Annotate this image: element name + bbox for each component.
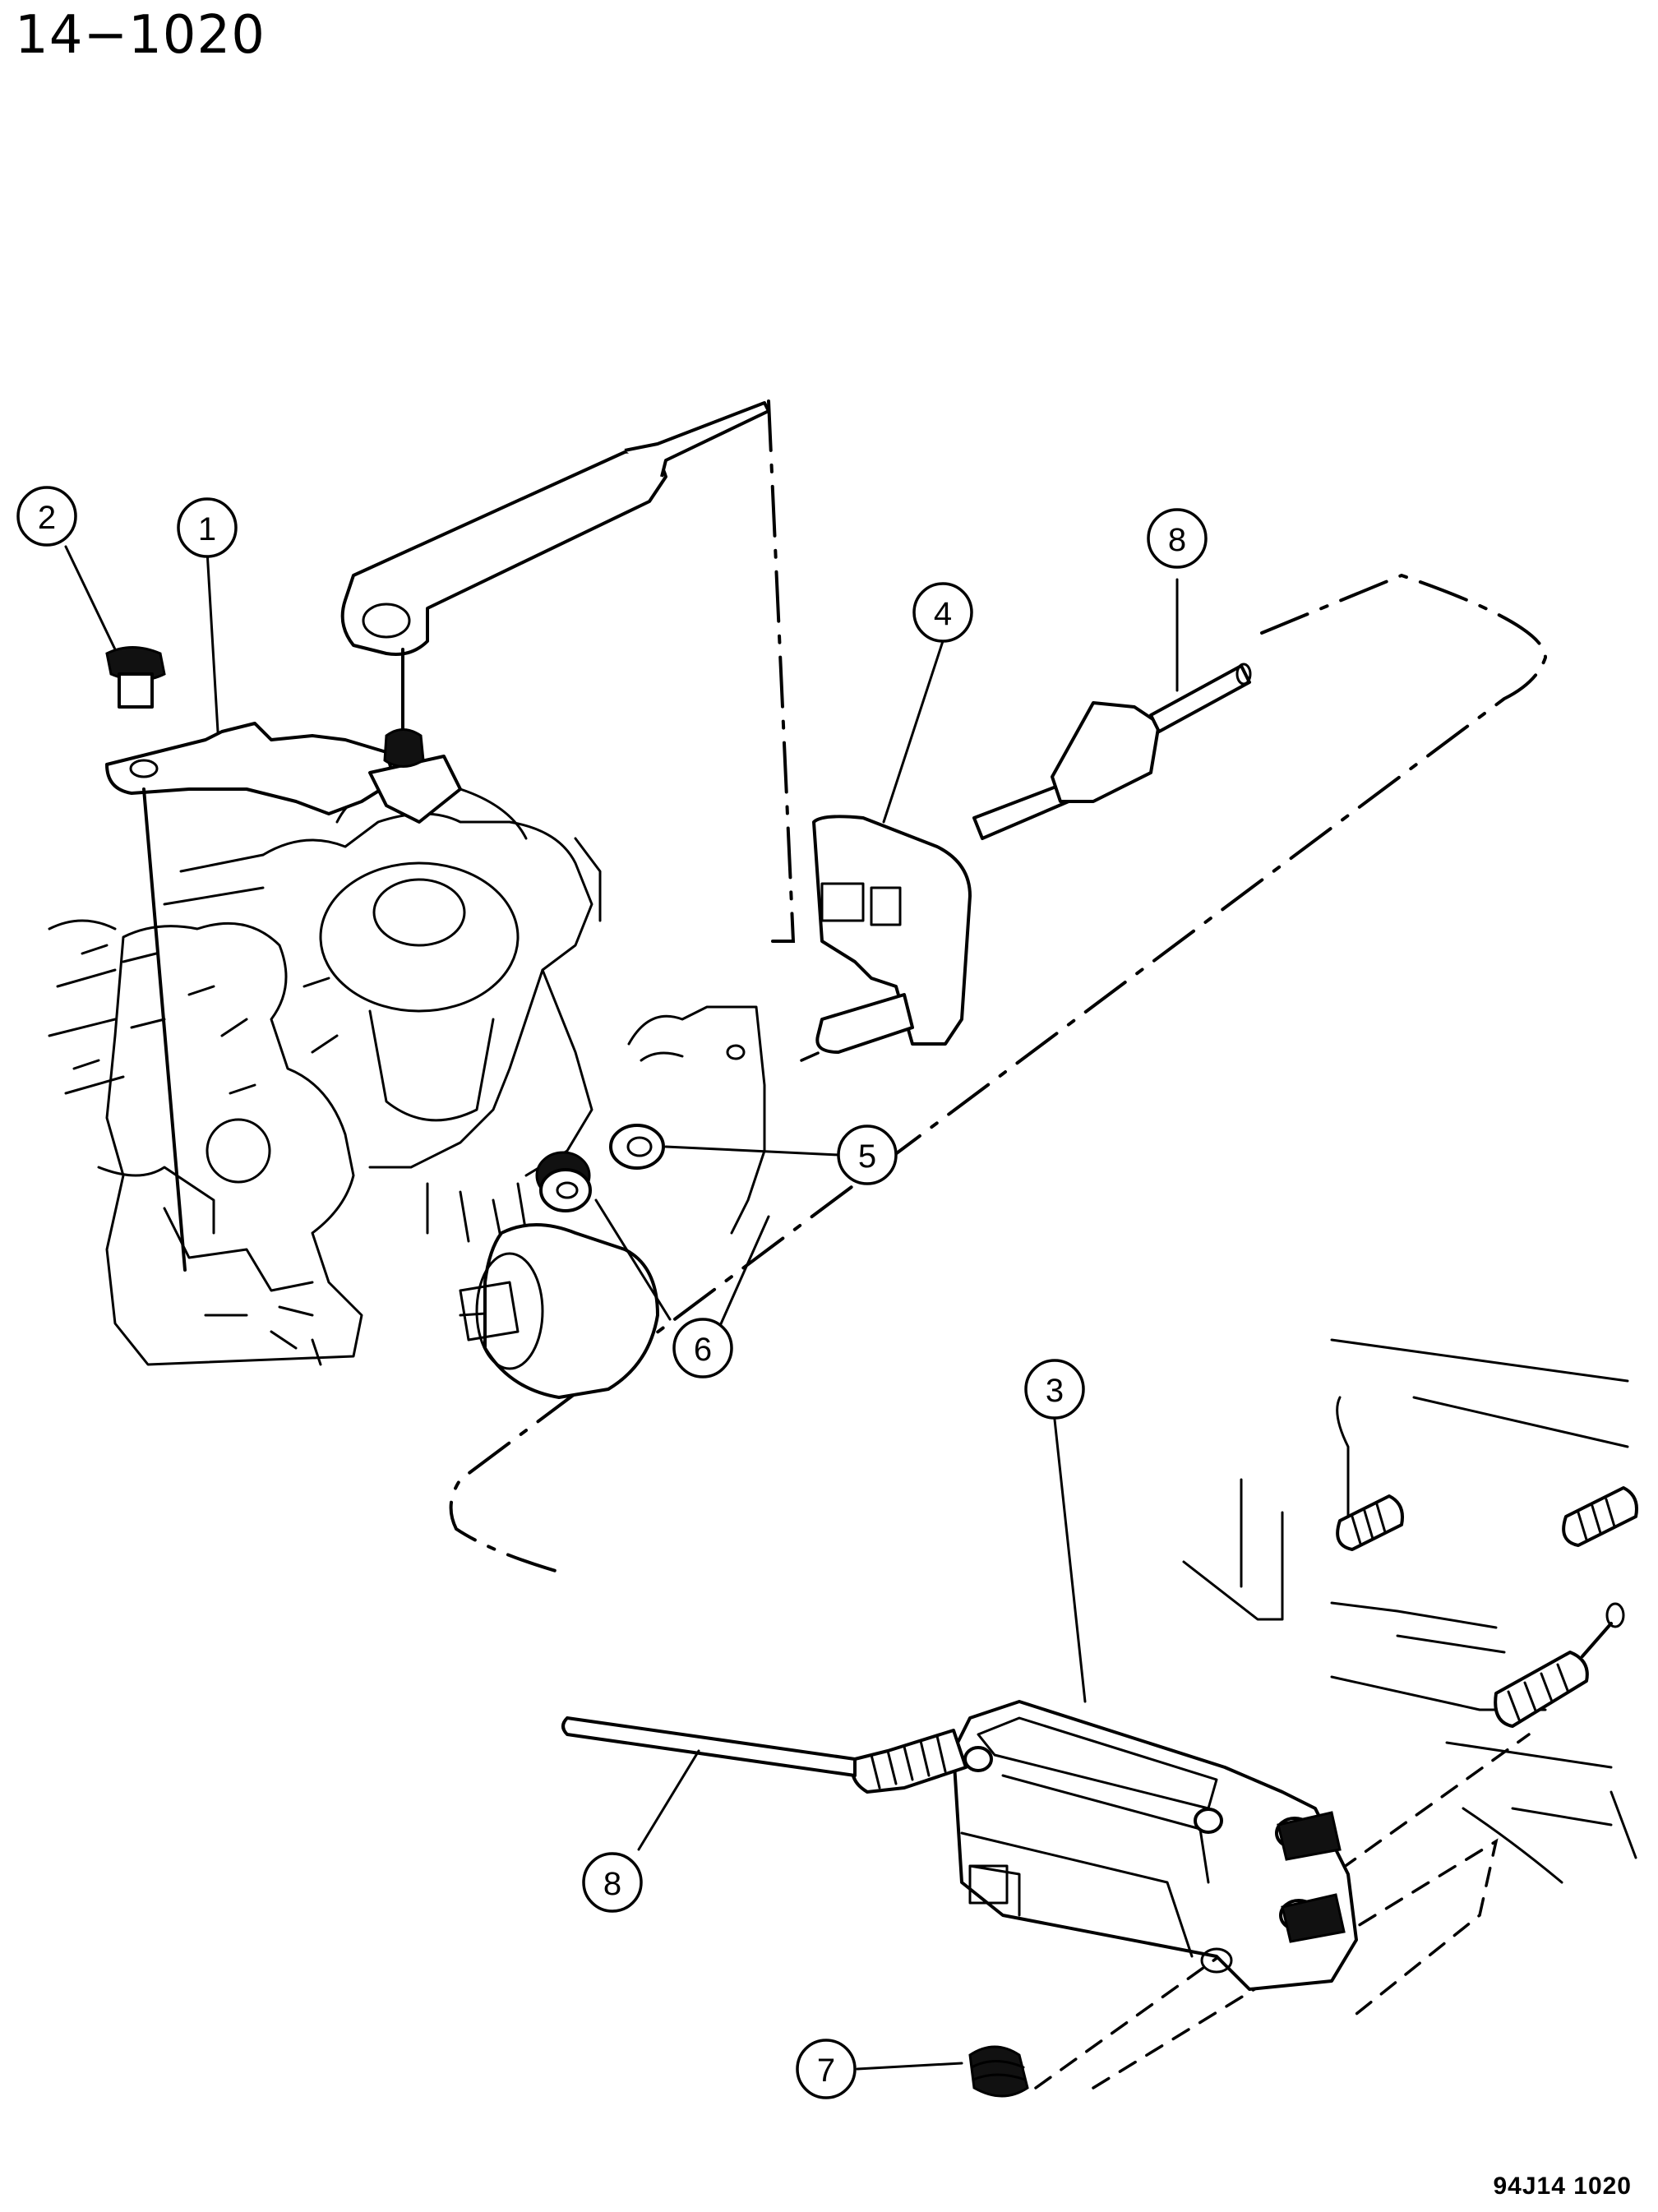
callout-6-label: 6: [694, 1332, 712, 1368]
callout-3-label: 3: [1046, 1373, 1064, 1409]
callout-6: 6: [672, 1318, 733, 1378]
callout-4: 4: [912, 582, 973, 643]
callout-7-label: 7: [817, 2053, 835, 2089]
cylinder-component: [459, 1223, 659, 1399]
leader-lines: [64, 545, 1179, 2071]
bushing-grommet: [535, 1151, 592, 1212]
cable-bracket: [812, 815, 972, 1054]
callout-8a-label: 8: [1168, 522, 1186, 558]
speed-control-servo: [851, 1700, 1358, 1991]
lever-rod-dashed-line: [767, 399, 796, 943]
throttle-lever: [105, 722, 462, 824]
callout-2: 2: [16, 486, 77, 547]
callout-3: 3: [1024, 1359, 1085, 1420]
callout-5-label: 5: [858, 1138, 876, 1175]
callout-2-label: 2: [38, 500, 56, 536]
cable-rod-lower: [561, 1716, 857, 1777]
grommet-dashed-line-right: [1034, 1733, 1531, 2090]
callout-1-label: 1: [198, 511, 216, 547]
stud-right: [1562, 1486, 1638, 1547]
page-number: 14−1020: [15, 5, 266, 66]
lever-mount-line: [142, 787, 187, 1272]
callout-5: 5: [837, 1124, 898, 1185]
figure-code: 94J14 1020: [1493, 2173, 1632, 2200]
body-panels: [1182, 1338, 1637, 1884]
bolt: [105, 646, 166, 709]
bushing-washer: [609, 1124, 665, 1170]
callout-4-label: 4: [934, 596, 952, 632]
cable-routing-dashed-loop: [449, 573, 1548, 1576]
cable-end-upper: [972, 663, 1252, 840]
callout-7: 7: [796, 2039, 857, 2099]
throttle-cable-upper: [340, 401, 770, 768]
callout-1: 1: [177, 497, 238, 558]
mount-plate: [627, 1005, 766, 1235]
stud-long: [1494, 1602, 1625, 1728]
grommet: [968, 2045, 1029, 2098]
stud-left: [1336, 1494, 1404, 1551]
callout-8b: 8: [582, 1852, 643, 1913]
callout-8b-label: 8: [603, 1866, 621, 1902]
callout-8a: 8: [1147, 508, 1208, 569]
